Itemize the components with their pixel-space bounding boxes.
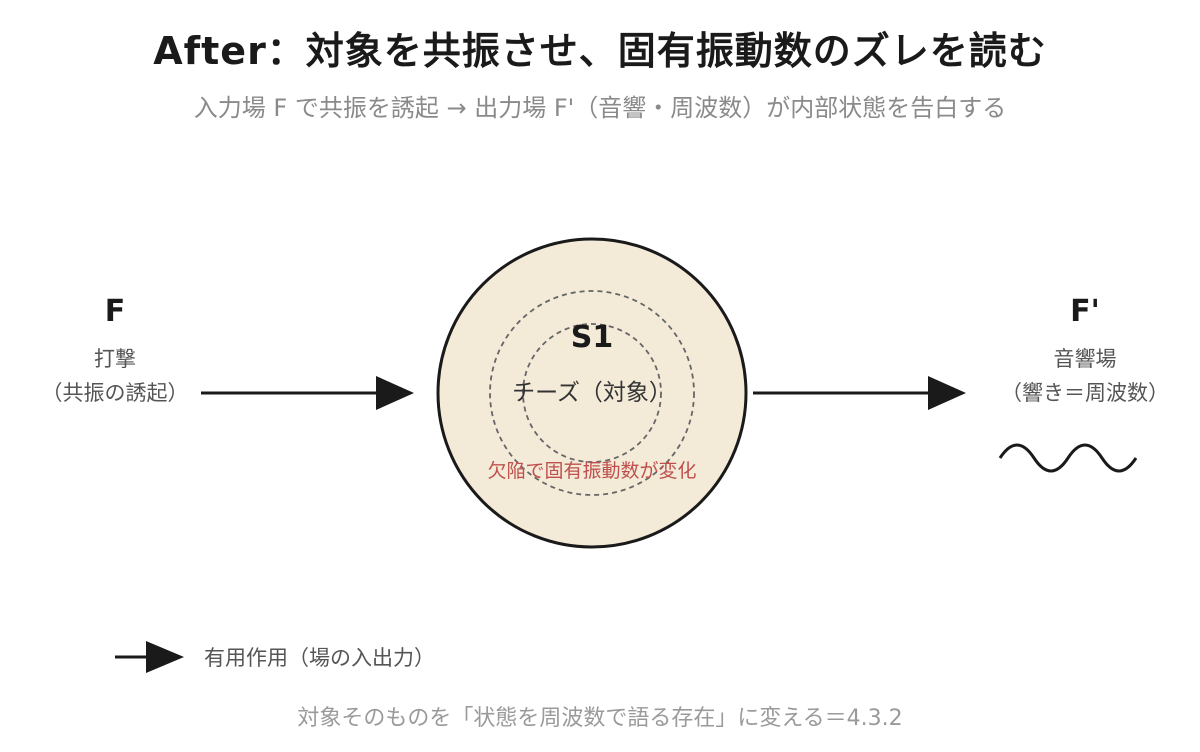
input-node-line1: 打撃: [94, 347, 136, 371]
center-node-label: S1: [570, 320, 614, 355]
page-title: After：対象を共振させ、固有振動数のズレを読む: [153, 29, 1047, 73]
page-subtitle: 入力場 F で共振を誘起 → 出力場 F'（音響・周波数）が内部状態を告白する: [193, 94, 1007, 122]
input-arrow: [201, 376, 414, 410]
output-node-line2: （響き＝周波数）: [1001, 381, 1169, 405]
input-node-line2: （共振の誘起）: [41, 381, 189, 405]
center-node-note: 欠陥で固有振動数が変化: [487, 460, 697, 482]
sound-wave-icon: [998, 443, 1138, 473]
output-node-line1: 音響場: [1053, 347, 1117, 371]
legend-label: 有用作用（場の入出力）: [204, 646, 435, 670]
output-arrow: [753, 376, 966, 410]
resonance-ring-outer: [489, 290, 695, 496]
cheese-circle: [436, 237, 748, 549]
resonance-ring-inner: [522, 323, 662, 463]
legend-arrow-icon: [115, 641, 184, 673]
center-node-name: チーズ（対象）: [512, 380, 672, 406]
output-node-letter: F': [1070, 294, 1100, 329]
input-node-letter: F: [104, 294, 126, 329]
footer-text: 対象そのものを「状態を周波数で語る存在」に変える＝4.3.2: [297, 706, 903, 731]
